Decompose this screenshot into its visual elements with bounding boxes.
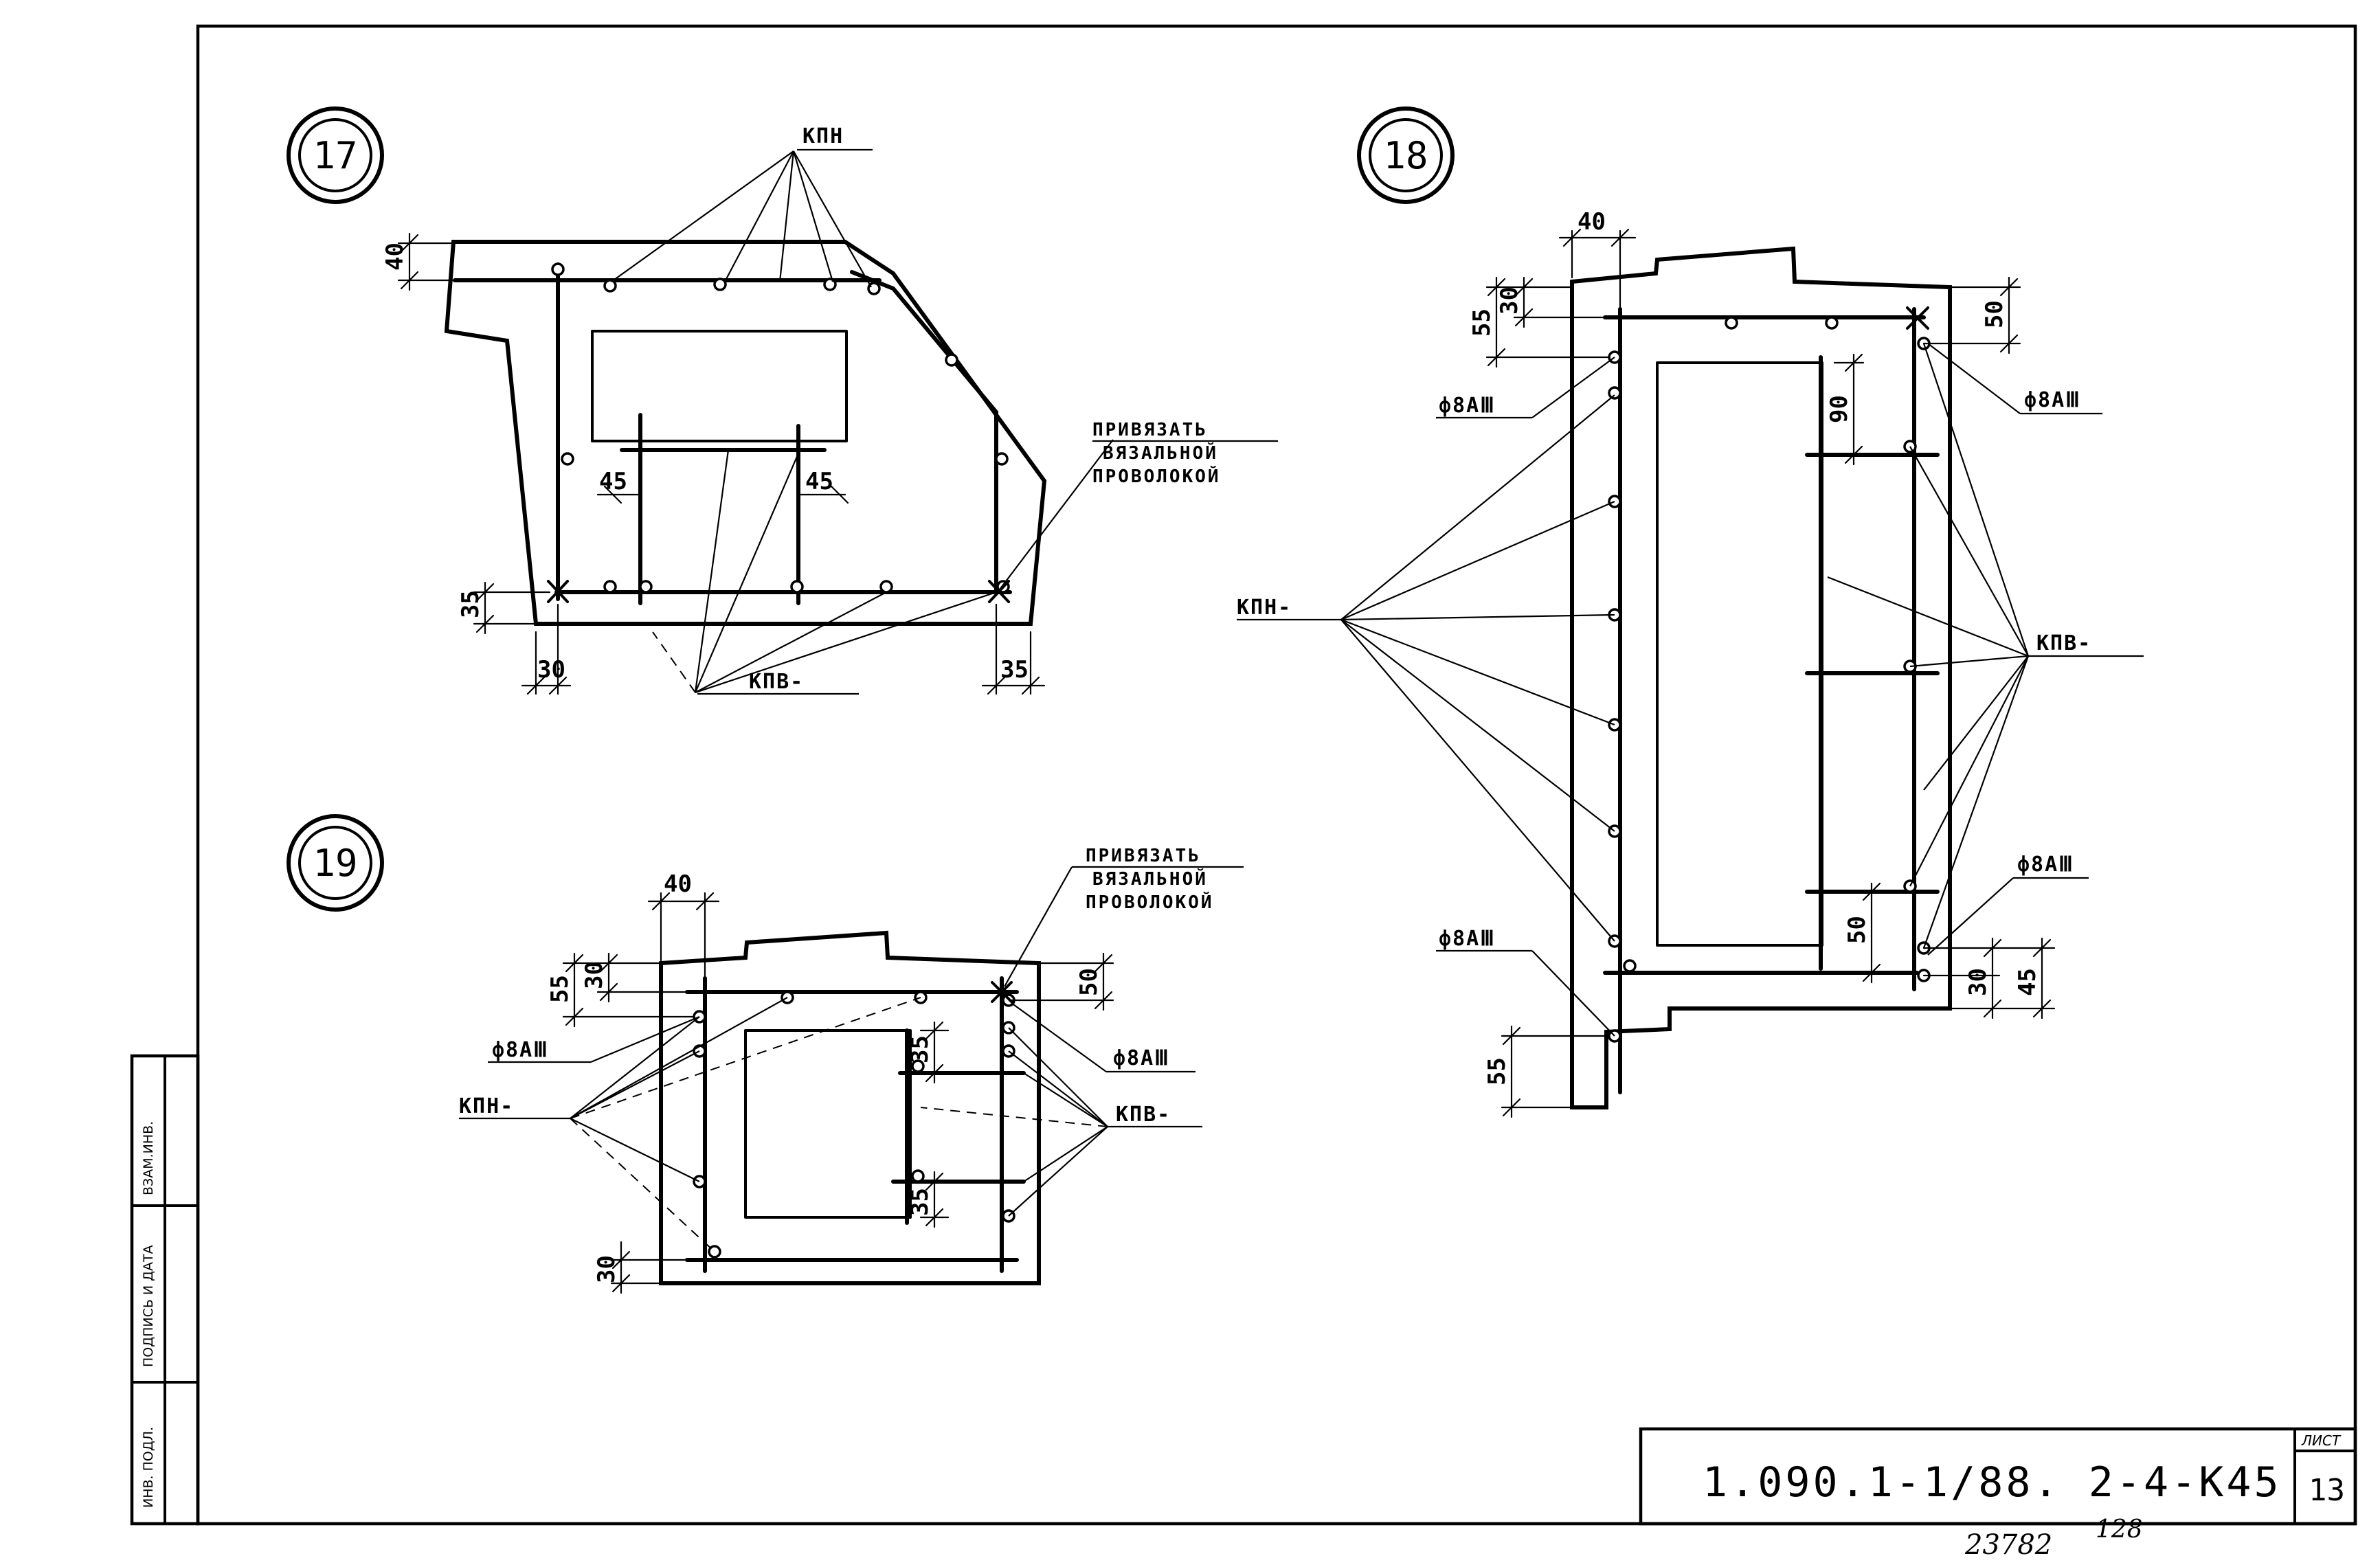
side-field-signature: ПОДПИСЬ И ДАТА: [141, 1245, 156, 1367]
insulation-block: [1656, 361, 1823, 947]
sheet-frame: [130, 24, 2357, 1526]
detail-17-dim-45-right: 45: [805, 468, 833, 495]
detail-19-note-line-3: ПРОВОЛОКОЙ: [1086, 891, 1214, 913]
detail-19-rebar-left: ф8АⅢ: [492, 1038, 549, 1062]
detail-18-dim-40: 40: [1578, 208, 1606, 236]
detail-17-note-line-1: ПРИВЯЗАТЬ: [1092, 420, 1208, 440]
insulation-block: [591, 330, 848, 442]
detail-18: 18: [1237, 106, 2144, 1118]
detail-18-dim-45: 45: [2014, 968, 2041, 996]
detail-19-dim-55: 55: [546, 975, 574, 1003]
detail-18-dim-55-top: 55: [1468, 308, 1496, 337]
detail-17-note-line-2: ВЯЗАЛЬНОЙ: [1103, 442, 1218, 464]
sheet-label: ЛИСТ: [2301, 1432, 2342, 1449]
detail-17-dim-35-right: 35: [1000, 656, 1029, 684]
detail-18-rebar-4: ф8АⅢ: [1439, 927, 1496, 951]
detail-18-dim-50-top: 50: [1981, 300, 2008, 328]
detail-17-note-line-3: ПРОВОЛОКОЙ: [1092, 465, 1221, 487]
sheet-number: 13: [2309, 1473, 2345, 1508]
drawing-code: 1.090.1-1/88. 2-4-К45: [1703, 1458, 2282, 1507]
archive-page: 128: [2096, 1515, 2143, 1544]
detail-18-dim-55-bottom: 55: [1483, 1057, 1511, 1085]
detail-18-dim-30-top: 30: [1496, 286, 1523, 315]
detail-19-number: 19: [313, 842, 357, 885]
detail-17-label-kpn: КПН: [802, 124, 844, 148]
detail-19: 19 КПН-: [287, 814, 1244, 1294]
detail-17-dim-35-left: 35: [457, 590, 484, 618]
detail-17-dim-30: 30: [537, 656, 565, 684]
detail-17: 17: [287, 106, 1278, 695]
detail-18-number: 18: [1383, 134, 1428, 177]
detail-19-dim-35-bottom: 35: [906, 1188, 934, 1216]
detail-18-rebar-3: ф8АⅢ: [2017, 853, 2074, 877]
detail-19-dim-30-top: 30: [581, 961, 608, 989]
detail-19-dim-35-top: 35: [906, 1035, 934, 1063]
detail-19-dim-50: 50: [1075, 968, 1103, 996]
detail-18-dim-90: 90: [1826, 395, 1853, 423]
detail-17-label-kpv: КПВ-: [749, 670, 804, 694]
detail-19-note-line-1: ПРИВЯЗАТЬ: [1086, 846, 1201, 866]
detail-17-dim-45-left: 45: [599, 468, 627, 495]
side-field-inv: ИНВ. ПОДЛ.: [141, 1427, 156, 1508]
detail-19-rebar-right: ф8АⅢ: [1113, 1046, 1170, 1070]
detail-19-dim-40: 40: [664, 870, 692, 898]
detail-18-rebar-2: ф8АⅢ: [2024, 388, 2081, 412]
detail-19-note-line-2: ВЯЗАЛЬНОЙ: [1092, 868, 1208, 890]
archive-number: 23782: [1964, 1529, 2052, 1561]
detail-18-dim-50-bottom: 50: [1843, 916, 1871, 944]
insulation-block: [744, 1029, 912, 1219]
detail-18-label-kpv: КПВ-: [2036, 631, 2091, 655]
side-field-vzam: ВЗАМ.ИНВ.: [141, 1121, 156, 1195]
detail-19-label-kpn: КПН-: [459, 1094, 514, 1118]
detail-19-label-kpv: КПВ-: [1116, 1103, 1171, 1127]
detail-18-rebar-1: ф8АⅢ: [1439, 394, 1496, 418]
detail-19-dim-30-bottom: 30: [593, 1255, 620, 1283]
detail-18-label-kpn: КПН-: [1237, 596, 1292, 620]
detail-18-dim-30-bottom: 30: [1964, 968, 1992, 996]
detail-17-dim-40: 40: [381, 243, 409, 271]
detail-17-number: 17: [313, 134, 357, 177]
